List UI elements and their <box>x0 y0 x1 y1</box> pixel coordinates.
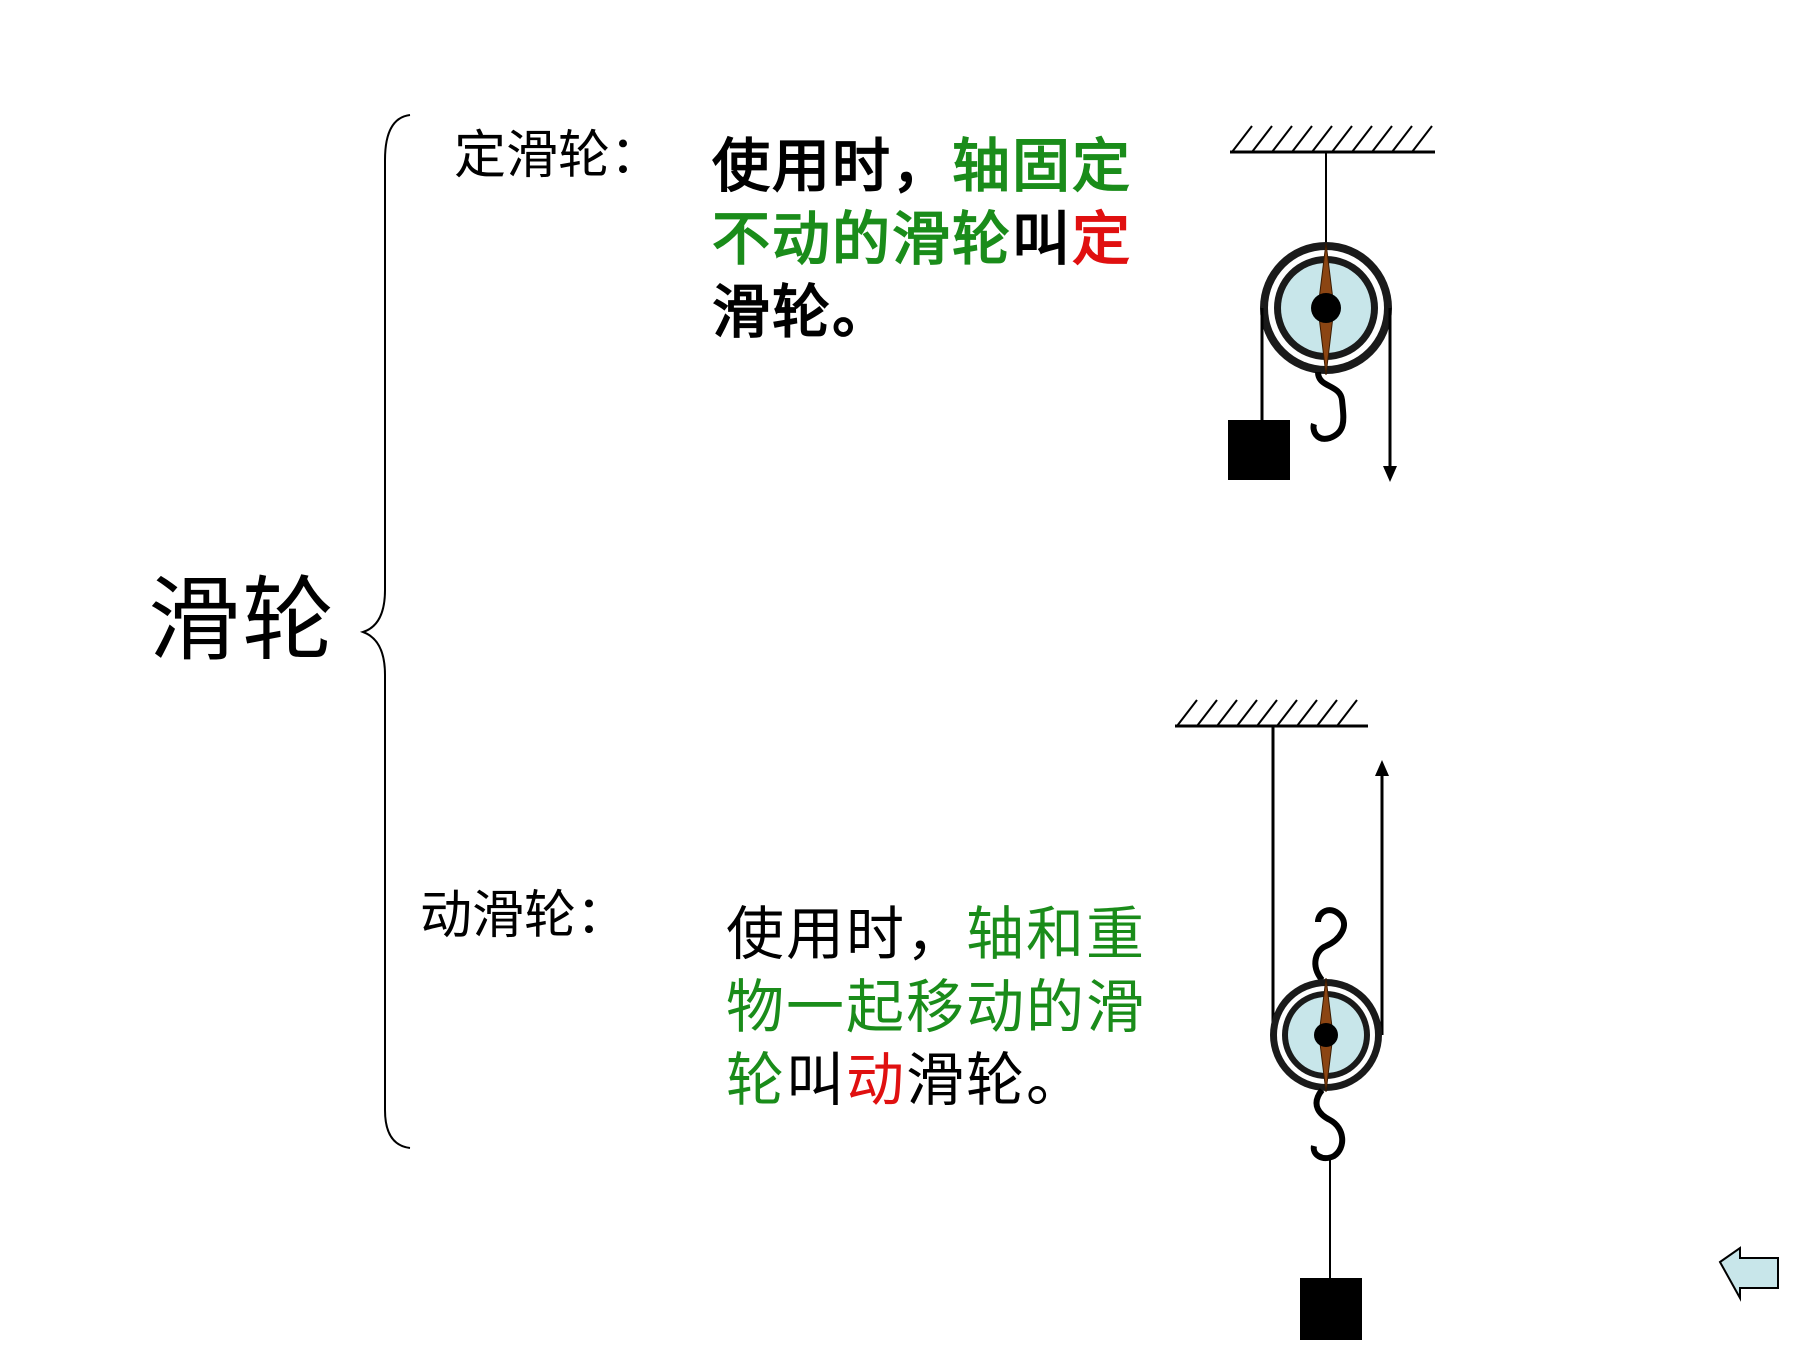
back-button[interactable] <box>1718 1246 1779 1302</box>
definition-suffix: 滑轮。 <box>712 278 893 346</box>
definition-keyword: 动 <box>846 1046 907 1114</box>
page-title: 滑轮 <box>148 567 337 674</box>
movable-pulley-figure <box>1175 699 1389 1340</box>
curly-brace <box>359 114 411 1149</box>
ceiling-hatch <box>1231 125 1433 153</box>
definition-keyword: 定 <box>1072 205 1133 273</box>
movable-pulley-weight <box>1300 1278 1362 1340</box>
fixed-pulley-weight <box>1228 420 1290 480</box>
definition-highlight: 轴固定不动的滑轮 <box>712 132 1133 273</box>
movable-pulley-definition: 使用时，轴和重物一起移动的滑轮叫动滑轮。 <box>726 898 1166 1117</box>
ceiling-hatch <box>1176 699 1358 727</box>
fixed-pulley-definition: 使用时，轴固定不动的滑轮叫定滑轮。 <box>712 130 1152 349</box>
fixed-pulley-label: 定滑轮： <box>454 126 663 186</box>
definition-mid: 叫 <box>1012 205 1073 273</box>
fixed-pulley-figure <box>1228 125 1435 482</box>
definition-prefix: 使用时， <box>726 900 967 968</box>
definition-highlight: 轴和重物一起移动的滑轮 <box>726 900 1147 1114</box>
movable-pulley-top-hook <box>1312 907 1347 982</box>
movable-pulley-bottom-hook <box>1310 1088 1346 1162</box>
fixed-pulley-hook <box>1310 371 1347 442</box>
movable-pulley-label: 动滑轮： <box>420 886 629 946</box>
left-arrow-icon <box>1718 1246 1779 1302</box>
definition-prefix: 使用时， <box>712 132 953 200</box>
definition-mid: 叫 <box>786 1046 847 1114</box>
definition-suffix: 滑轮。 <box>906 1046 1087 1114</box>
pull-down-arrow <box>1383 466 1397 482</box>
pull-up-arrow <box>1375 760 1389 776</box>
